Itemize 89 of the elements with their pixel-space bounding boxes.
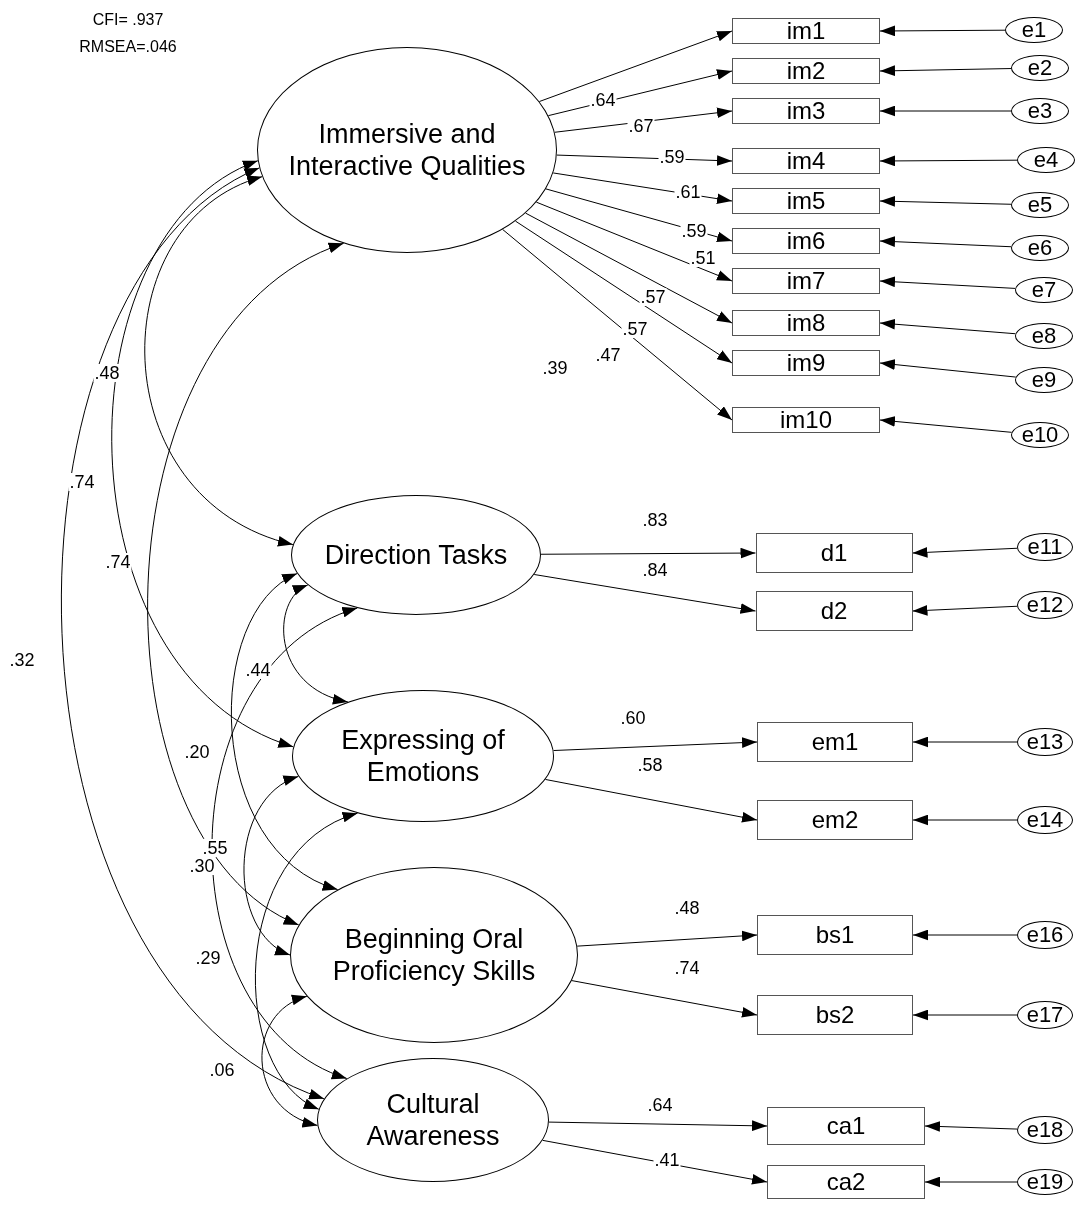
coefficient-label: .30 [188,857,216,875]
path-arrow [912,546,1018,558]
indicator-box: im2 [732,58,880,84]
coefficient-label: .39 [541,359,569,377]
path-arrow [912,814,1018,826]
fit-statistic: RMSEA=.046 [78,39,178,55]
path-arrow [502,228,733,421]
edge-label: .61 [674,183,702,201]
indicator-box: im1 [732,18,880,44]
correlation-arrow [147,242,345,926]
coefficient-label: .55 [201,839,229,857]
edge-label: .60 [619,709,647,727]
path-arrow [544,778,758,823]
path-arrow [924,1176,1018,1188]
coefficient-label: .74 [68,473,96,491]
path-arrow [912,929,1018,941]
path-arrow [912,736,1018,748]
correlation-arrow [211,607,358,1079]
edge-label: .64 [646,1096,674,1114]
edge-label: .57 [621,320,649,338]
path-arrow [879,105,1012,117]
edge-label: .83 [641,511,669,529]
correlation-arrow [243,775,299,956]
indicator-box: im8 [732,310,880,336]
indicator-box: em1 [757,722,913,762]
correlation-arrow [255,812,358,1110]
edge-label: .84 [641,561,669,579]
path-arrow [879,196,1012,207]
edge-label: .41 [653,1151,681,1169]
indicator-box: bs2 [757,995,913,1035]
path-arrow [525,212,733,324]
edge-label: .74 [673,959,701,977]
correlation-arrow [283,584,349,704]
indicator-box: d1 [755,533,913,573]
indicator-box: im3 [732,98,880,124]
path-arrow [924,1121,1018,1132]
indicator-box: d2 [755,591,913,631]
edge-label: .64 [589,91,617,109]
path-arrow [538,30,733,103]
coefficient-label: .06 [208,1061,236,1079]
path-arrow [879,276,1016,289]
path-arrow [912,604,1018,616]
edge-label: .51 [689,249,717,267]
coefficient-label: .20 [183,743,211,761]
indicator-box: im4 [732,148,880,174]
path-arrow [535,201,733,282]
correlation-arrow [231,573,339,891]
edge-label: .48 [673,899,701,917]
indicator-box: im10 [732,407,880,433]
indicator-box: ca2 [767,1165,925,1199]
edge-label: .59 [680,222,708,240]
path-arrow [515,220,733,364]
indicator-box: im7 [732,268,880,294]
correlation-arrow [144,176,294,546]
path-arrow [879,359,1017,378]
path-arrow [571,980,758,1018]
indicator-box: em2 [757,800,913,840]
edge-label: .47 [594,346,622,364]
coefficient-label: .44 [244,661,272,679]
indicator-box: ca1 [767,1107,925,1145]
path-arrow [912,1009,1018,1021]
edge-label: .67 [627,117,655,135]
fit-statistic: CFI= .937 [91,12,165,28]
path-arrow [879,416,1013,433]
path-arrow [879,236,1012,248]
coefficient-label: .29 [194,949,222,967]
path-arrow [879,318,1016,335]
path-arrow [879,155,1018,167]
indicator-box: im5 [732,188,880,214]
path-arrow [542,1139,768,1185]
correlation-arrow [111,160,294,748]
edge-label: .59 [658,148,686,166]
correlation-arrow [261,995,318,1126]
path-arrow [879,65,1012,77]
coefficient-label: .32 [8,651,36,669]
edge-label: .58 [636,756,664,774]
indicator-box: im9 [732,350,880,376]
indicator-box: im6 [732,228,880,254]
path-arrow [540,547,756,559]
correlation-arrow [61,167,325,1100]
path-arrow [533,574,756,614]
path-arrow [548,1120,768,1132]
coefficient-label: .48 [93,364,121,382]
coefficient-label: .74 [104,553,132,571]
path-arrow [879,25,1006,37]
edge-label: .57 [639,288,667,306]
indicator-box: bs1 [757,915,913,955]
path-arrow [553,737,758,752]
path-arrow [576,930,758,947]
